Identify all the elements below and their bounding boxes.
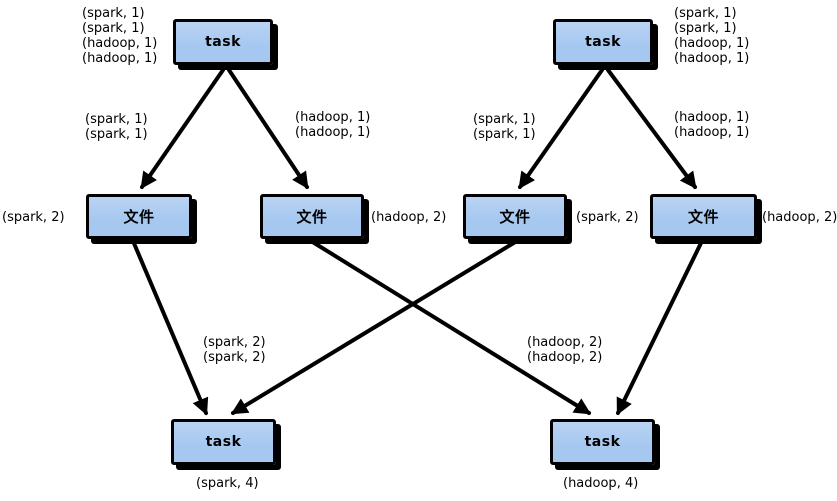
label-edge-tr-right: (hadoop, 1) (hadoop, 1) [674,110,749,140]
pair-line: (hadoop, 1) [674,110,750,125]
label-edge-tr-left: (spark, 1) (spark, 1) [473,112,536,142]
arrow-file3-to-taskBL [230,239,519,415]
label-edge-bottom-left: (spark, 2) (spark, 2) [203,335,266,365]
pair-line: (spark, 2) [203,350,266,365]
label-result-right: (hadoop, 4) [563,476,639,491]
pair-line: (hadoop, 1) [82,36,158,51]
node-task-bottom-left: task [171,419,276,465]
node-file-2: 文件 [260,194,364,239]
arrow-taskTL-to-file1 [140,68,225,190]
label-result-left: (spark, 4) [196,476,259,491]
pair-line: (spark, 1) [85,112,148,127]
label-edge-tl-right: (hadoop, 1) (hadoop, 1) [295,110,370,140]
pair-line: (spark, 1) [82,21,145,36]
label-edge-bottom-right: (hadoop, 2) (hadoop, 2) [527,335,602,365]
node-file-4: 文件 [650,194,757,239]
pair-line: (spark, 1) [85,127,148,142]
label-edge-tl-left: (spark, 1) (spark, 1) [85,112,148,142]
pair-line: (hadoop, 2) [527,335,603,350]
arrow-taskTR-to-file4 [606,68,697,190]
pair-line: (hadoop, 1) [674,51,750,66]
label-file4-count: (hadoop, 2) [762,210,837,225]
pair-line: (hadoop, 1) [295,110,371,125]
node-file-3: 文件 [463,194,567,239]
node-task-top-left: task [173,19,273,65]
label-file2-count: (hadoop, 2) [371,210,447,225]
arrow-taskTR-to-file3 [518,68,604,190]
pair-line: (spark, 1) [473,127,536,142]
node-task-top-right: task [553,19,653,65]
pair-line: (hadoop, 1) [674,125,750,140]
label-file1-count: (spark, 2) [2,210,65,225]
node-task-bottom-right: task [550,419,655,465]
pair-line: (spark, 1) [674,21,737,36]
pair-line: (spark, 2) [203,335,266,350]
arrow-file1-to-taskBL [131,239,209,416]
pair-line: (spark, 1) [674,6,737,21]
node-file-1: 文件 [86,194,192,239]
pair-line: (hadoop, 1) [295,125,371,140]
arrow-file4-to-taskBR [616,239,704,416]
pair-line: (hadoop, 1) [674,36,750,51]
label-file3-count: (spark, 2) [576,210,639,225]
pair-line: (spark, 1) [82,6,145,21]
arrow-file2-to-taskBR [309,239,592,415]
label-input-pairs-left: (spark, 1) (spark, 1) (hadoop, 1) (hadoo… [82,6,157,66]
pair-line: (hadoop, 2) [527,350,603,365]
pair-line: (spark, 1) [473,112,536,127]
label-input-pairs-right: (spark, 1) (spark, 1) (hadoop, 1) (hadoo… [674,6,749,66]
arrow-taskTL-to-file2 [227,68,309,190]
pair-line: (hadoop, 1) [82,51,158,66]
